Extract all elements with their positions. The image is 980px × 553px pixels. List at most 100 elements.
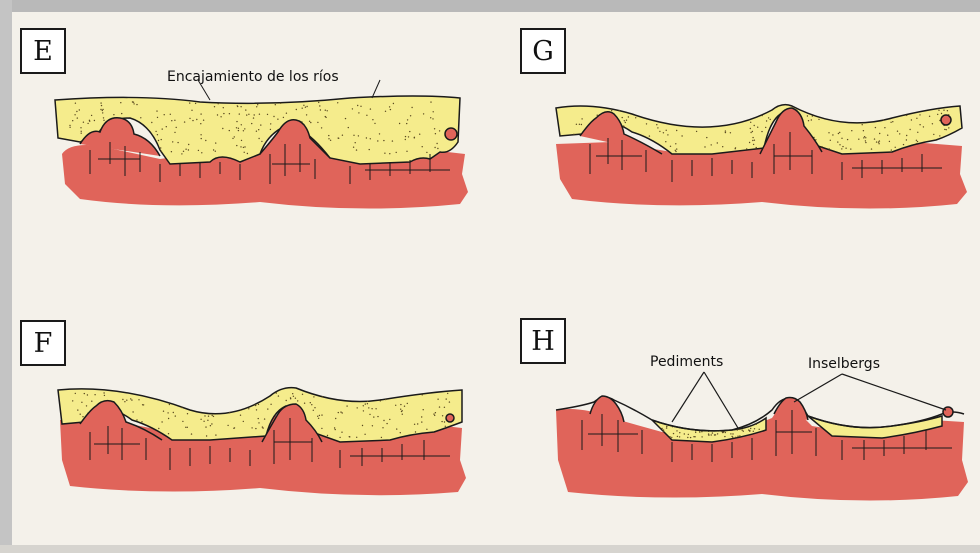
stipple-dot (903, 144, 904, 145)
stipple-dot (353, 147, 354, 148)
stipple-dot (164, 114, 165, 115)
stipple-dot (142, 404, 143, 405)
stipple-dot (161, 421, 162, 422)
stipple-dot (205, 426, 206, 427)
stipple-dot (325, 110, 326, 111)
stipple-dot (86, 405, 87, 406)
stipple-dot (399, 123, 400, 124)
stipple-dot (917, 132, 918, 133)
stipple-dot (258, 138, 259, 139)
stipple-dot (756, 424, 757, 425)
stipple-dot (244, 128, 245, 129)
stipple-dot (688, 434, 689, 435)
stipple-dot (208, 416, 209, 417)
stipple-dot (318, 418, 319, 419)
stipple-dot (82, 416, 83, 417)
stipple-dot (661, 428, 662, 429)
stipple-dot (177, 142, 178, 143)
stipple-dot (752, 137, 753, 138)
stipple-dot (368, 407, 369, 408)
stipple-dot (444, 421, 445, 422)
stipple-dot (340, 411, 341, 412)
stipple-dot (389, 419, 390, 420)
stipple-dot (188, 149, 189, 150)
stipple-dot (168, 433, 169, 434)
stipple-dot (358, 112, 359, 113)
stipple-dot (891, 149, 892, 150)
stipple-dot (334, 427, 335, 428)
stipple-dot (212, 415, 213, 416)
stipple-dot (417, 423, 418, 424)
window-top-border (0, 0, 980, 12)
stipple-dot (239, 113, 240, 114)
stipple-dot (171, 151, 172, 152)
stipple-dot (356, 149, 357, 150)
stipple-dot (124, 401, 125, 402)
stipple-dot (103, 117, 104, 118)
stipple-dot (91, 115, 92, 116)
stipple-dot (246, 114, 247, 115)
stipple-dot (759, 429, 760, 430)
stipple-dot (439, 130, 440, 131)
stipple-dot (170, 114, 171, 115)
stipple-dot (432, 118, 433, 119)
stipple-dot (756, 147, 757, 148)
stipple-dot (200, 113, 201, 114)
stipple-dot (911, 119, 912, 120)
stipple-dot (205, 140, 206, 141)
stipple-dot (69, 127, 70, 128)
stipple-dot (223, 113, 224, 114)
stipple-dot (303, 105, 304, 106)
stipple-dot (667, 134, 668, 135)
stipple-dot (414, 137, 415, 138)
stipple-dot (232, 138, 233, 139)
stipple-dot (327, 435, 328, 436)
stipple-dot (737, 429, 738, 430)
stipple-dot (160, 147, 161, 148)
stipple-dot (437, 399, 438, 400)
stipple-dot (365, 403, 366, 404)
stipple-dot (100, 102, 101, 103)
stipple-dot (75, 393, 76, 394)
stipple-dot (407, 403, 408, 404)
stipple-dot (130, 398, 131, 399)
stipple-dot (752, 140, 753, 141)
stipple-dot (306, 106, 307, 107)
stipple-dot (243, 147, 244, 148)
stipple-dot (837, 141, 838, 142)
stipple-dot (273, 116, 274, 117)
stipple-dot (335, 418, 336, 419)
stipple-dot (722, 146, 723, 147)
stipple-dot (422, 146, 423, 147)
stipple-dot (946, 129, 947, 130)
stipple-dot (270, 123, 271, 124)
stipple-dot (87, 394, 88, 395)
stipple-dot (258, 422, 259, 423)
stipple-dot (104, 395, 105, 396)
stipple-dot (248, 114, 249, 115)
stipple-dot (270, 129, 271, 130)
stipple-dot (749, 142, 750, 143)
stipple-dot (270, 404, 271, 405)
stipple-dot (210, 425, 211, 426)
stipple-dot (948, 127, 949, 128)
stipple-dot (264, 418, 265, 419)
stipple-dot (369, 414, 370, 415)
stipple-dot (341, 432, 342, 433)
stipple-dot (435, 133, 436, 134)
stipple-dot (136, 419, 137, 420)
stipple-dot (916, 118, 917, 119)
stipple-dot (176, 127, 177, 128)
stipple-dot (192, 120, 193, 121)
stipple-dot (251, 123, 252, 124)
stipple-dot (441, 421, 442, 422)
stipple-dot (923, 126, 924, 127)
stipple-dot (363, 410, 364, 411)
stipple-dot (765, 127, 766, 128)
stipple-dot (673, 433, 674, 434)
stipple-dot (625, 122, 626, 123)
stipple-dot (832, 134, 833, 135)
stipple-dot (375, 408, 376, 409)
stipple-dot (255, 404, 256, 405)
stipple-dot (382, 427, 383, 428)
